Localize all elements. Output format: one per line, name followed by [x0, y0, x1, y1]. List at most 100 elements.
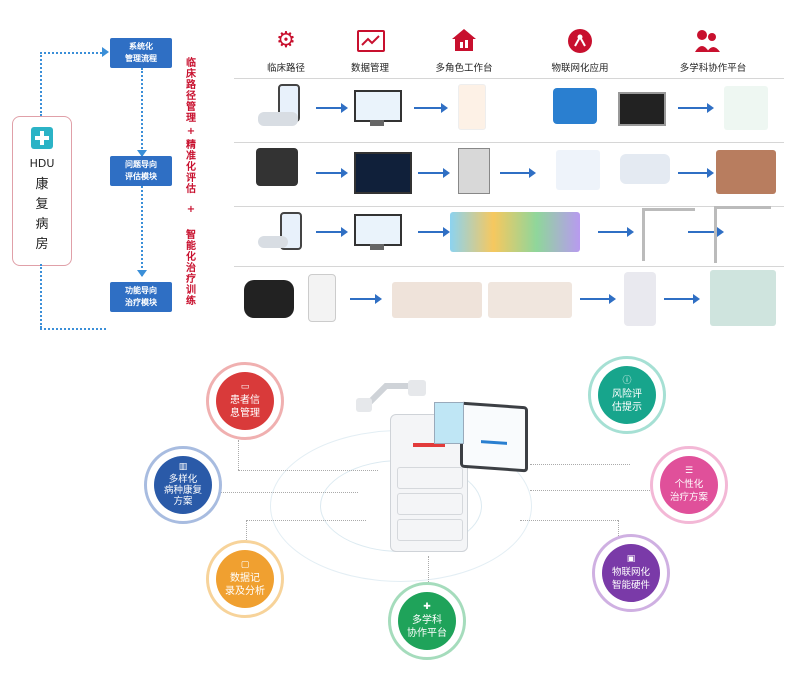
- feature-patient-info-fill: ▭ 患者信 息管理: [216, 372, 274, 430]
- feature-mdt-platform: ✚ 多学科 协作平台: [388, 582, 466, 660]
- feature-risk-alert: ⓘ 风险评 估提示: [588, 356, 666, 434]
- arrow-right-icon: [418, 227, 450, 237]
- link-line: [520, 520, 618, 521]
- arrow-right-icon: [664, 294, 700, 304]
- arrow-down-icon: [137, 270, 147, 277]
- monitor-stand: [370, 244, 384, 250]
- connector-line: [40, 52, 106, 54]
- wearable-controller: [244, 280, 294, 318]
- arrow-down-icon: [137, 150, 147, 157]
- feature-label: 多样化: [168, 474, 198, 485]
- feature-label: 物联网化: [611, 566, 650, 578]
- arrow-right-icon: [316, 168, 348, 178]
- feature-label: 多学科: [412, 614, 442, 626]
- tablet-device: [618, 92, 666, 126]
- arrow-right-icon: [678, 103, 714, 113]
- link-line: [530, 490, 660, 491]
- feature-label: 患者信: [230, 394, 260, 406]
- header-label-clinical-path: 临床路径: [266, 63, 305, 74]
- id-icon: ▭: [240, 381, 250, 392]
- feature-risk-alert-fill: ⓘ 风险评 估提示: [598, 366, 656, 424]
- row-divider: [234, 266, 784, 267]
- module-label: 系统化: [129, 42, 153, 51]
- connector-line: [40, 264, 42, 328]
- module-management: 系统化 管理流程: [110, 38, 172, 68]
- monitor-stand: [370, 120, 384, 126]
- feature-label: 息管理: [230, 407, 260, 419]
- vertical-label-training: 智能化治疗训练: [186, 230, 196, 307]
- module-label: 问题导向: [125, 160, 157, 169]
- app-screen-image: [458, 84, 486, 130]
- feature-label: 估提示: [612, 401, 642, 413]
- rehab-room-photo: [710, 270, 776, 326]
- arrow-right-icon: [350, 294, 382, 304]
- touch-screen: [460, 401, 528, 473]
- alert-icon: ⓘ: [622, 375, 632, 386]
- header-label-workbench: 多角色工作台: [435, 63, 493, 74]
- arrow-right-icon: [102, 47, 109, 57]
- hdu-char-1: 康: [35, 177, 49, 192]
- side-panel: [434, 402, 464, 444]
- report-image: [724, 86, 768, 130]
- feature-iot-hardware-fill: ▣ 物联网化 智能硬件: [602, 544, 660, 602]
- hdu-char-2: 复: [35, 197, 49, 212]
- bars-icon: ▥: [178, 462, 188, 472]
- arrow-right-icon: [316, 227, 348, 237]
- stimulator-device: [308, 274, 336, 322]
- screen-progress-bar: [481, 440, 507, 445]
- robotic-arm-device: [714, 206, 771, 263]
- device-icon: ▣: [626, 553, 636, 564]
- hdu-char-3: 病: [35, 217, 49, 232]
- connector-line: [141, 186, 143, 276]
- feature-data-analysis: ▢ 数据记 录及分析: [206, 540, 284, 618]
- feature-data-analysis-fill: ▢ 数据记 录及分析: [216, 550, 274, 608]
- feature-label: 智能硬件: [611, 579, 650, 591]
- row-divider: [234, 142, 784, 143]
- robotic-arm-device: [642, 208, 695, 261]
- app-ui-image: [556, 150, 600, 190]
- feature-label: 风险评: [612, 388, 642, 400]
- ultrasound-device: [256, 148, 298, 186]
- robot-arm-top: [356, 376, 436, 416]
- feature-personal-plan: ☰ 个性化 治疗方案: [650, 446, 728, 524]
- hdu-ward-box: HDU 康 复 病 房: [12, 116, 72, 266]
- cart-accent-stripe: [413, 443, 445, 447]
- game-screens-image: [450, 212, 580, 252]
- row-divider: [234, 78, 784, 79]
- plus-icon: ✚: [423, 601, 431, 612]
- handheld-device: [258, 236, 288, 248]
- feature-mdt-platform-fill: ✚ 多学科 协作平台: [398, 592, 456, 650]
- connector-line: [40, 52, 42, 116]
- workstation-device: [553, 88, 597, 124]
- feature-personal-plan-fill: ☰ 个性化 治疗方案: [660, 456, 718, 514]
- header-label-mdt: 多学科协作平台: [679, 63, 747, 74]
- link-line: [530, 464, 630, 465]
- cart-device: [458, 148, 490, 194]
- arrow-right-icon: [500, 168, 536, 178]
- network-icon: [567, 28, 593, 54]
- header-label-data: 数据管理: [350, 63, 389, 74]
- gear-icon: ⚙: [276, 28, 296, 53]
- house-icon: [451, 28, 477, 52]
- link-line: [218, 492, 358, 493]
- feature-rehab-plans-fill: ▥ 多样化 病种康复 方案: [154, 456, 212, 514]
- cart-drawer: [397, 519, 463, 541]
- arrow-right-icon: [688, 227, 724, 237]
- people-icon: [693, 28, 721, 54]
- gait-robot-device: [624, 272, 656, 326]
- module-treatment: 功能导向 治疗模块: [110, 282, 172, 312]
- feature-iot-hardware: ▣ 物联网化 智能硬件: [592, 534, 670, 612]
- sliders-icon: ☰: [684, 465, 694, 476]
- sensor-device: [620, 154, 670, 184]
- doctor-photo: [716, 150, 776, 194]
- feature-label: 病种康复: [163, 485, 202, 496]
- link-line: [246, 520, 366, 521]
- module-label: 功能导向: [125, 286, 157, 295]
- module-label: 治疗模块: [125, 298, 157, 307]
- arrow-right-icon: [316, 103, 348, 113]
- vertical-label-plus: +: [186, 204, 196, 215]
- arrow-right-icon: [678, 168, 714, 178]
- feature-label: 治疗方案: [669, 491, 708, 503]
- feature-label: 方案: [173, 496, 193, 507]
- monitor-device: [354, 214, 402, 246]
